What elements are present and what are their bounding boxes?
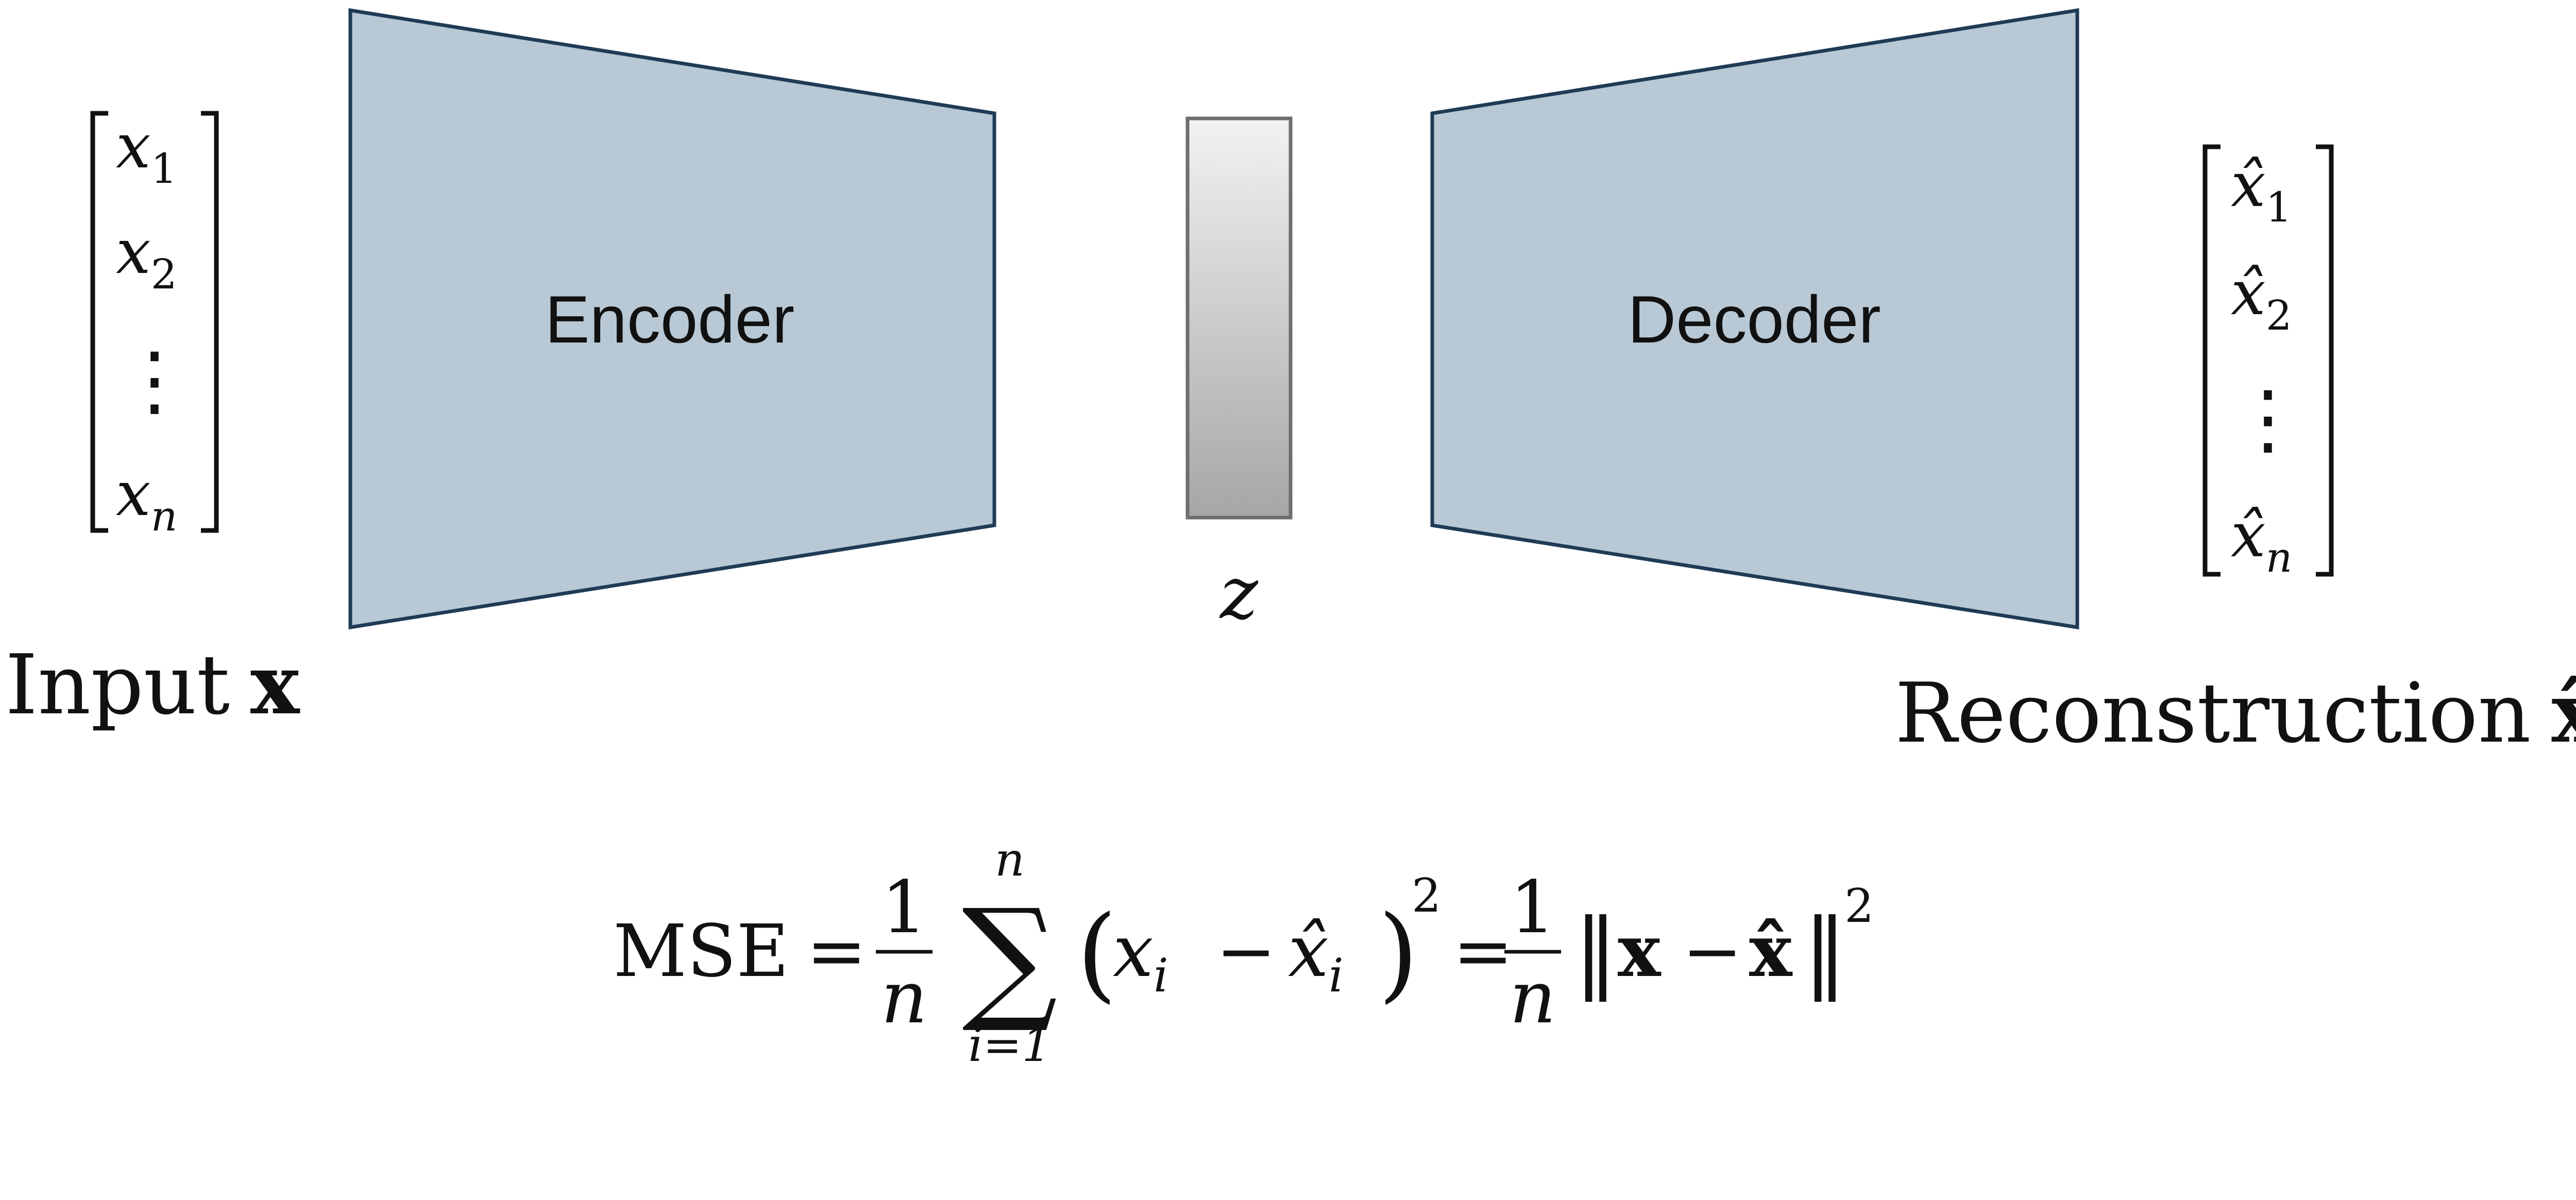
decoder-label: Decoder <box>1628 282 1880 357</box>
fraction-1-denominator: n <box>881 956 927 1040</box>
fraction-2-numerator: 1 <box>1510 866 1555 950</box>
output-entry-n: x̂n <box>2231 500 2292 581</box>
encoder-block: Encoder <box>348 8 996 630</box>
norm-close: ‖ <box>1803 900 1847 1002</box>
encoder-label: Encoder <box>545 282 794 357</box>
formula-bold-x: x <box>1618 909 1662 993</box>
input-left-bracket <box>90 111 108 533</box>
input-entry-1: x1 <box>116 111 177 193</box>
input-right-bracket <box>201 111 219 533</box>
output-entry-2: x̂2 <box>2231 258 2292 339</box>
formula-eq-2: = <box>1453 910 1513 993</box>
input-vector: x1 x2 ⋮ xn <box>90 111 219 540</box>
formula-xhat-i: x̂i <box>1288 910 1344 1003</box>
formula-lhs: MSE <box>613 910 789 993</box>
fraction-1-numerator: 1 <box>881 866 927 950</box>
formula-minus-2: − <box>1682 910 1742 993</box>
output-left-bracket <box>2202 144 2221 577</box>
latent-label: z <box>1219 552 1259 636</box>
output-right-bracket <box>2316 144 2334 577</box>
sum-symbol: ∑ <box>962 881 1058 1036</box>
decoder-block: Decoder <box>1430 8 2079 630</box>
formula-x-i: xi <box>1113 910 1168 1003</box>
formula-square-2: 2 <box>1844 879 1874 933</box>
output-vector: x̂1 x̂2 ⋮ x̂n <box>2202 144 2334 581</box>
latent-code: z <box>1185 116 1293 636</box>
formula-square-1: 2 <box>1412 869 1441 923</box>
formula-bold-xhat: x̂ <box>1749 909 1793 993</box>
formula-minus: − <box>1216 910 1276 993</box>
decoder-trapezoid <box>1430 8 2079 630</box>
sum-upper-limit: n <box>995 833 1025 887</box>
encoder-trapezoid <box>348 8 996 630</box>
output-label: Reconstructionx̂ <box>1895 664 2576 761</box>
mse-formula: MSE = 1 n n ∑ i=1 ( xi − x̂i ) 2 = 1 n ‖… <box>613 833 1874 1072</box>
latent-bar <box>1185 116 1293 520</box>
input-entry-n: xn <box>116 458 177 540</box>
formula-eq-1: = <box>806 910 867 993</box>
formula-left-paren: ( <box>1077 894 1117 1014</box>
norm-open: ‖ <box>1574 900 1618 1002</box>
fraction-2-denominator: n <box>1510 956 1556 1040</box>
sum-lower-limit: i=1 <box>968 1018 1051 1072</box>
formula-right-paren: ) <box>1378 894 1418 1014</box>
output-vdots: ⋮ <box>2229 374 2307 464</box>
output-entry-1: x̂1 <box>2231 149 2292 231</box>
input-vdots: ⋮ <box>116 336 193 425</box>
input-entry-2: x2 <box>116 216 177 298</box>
